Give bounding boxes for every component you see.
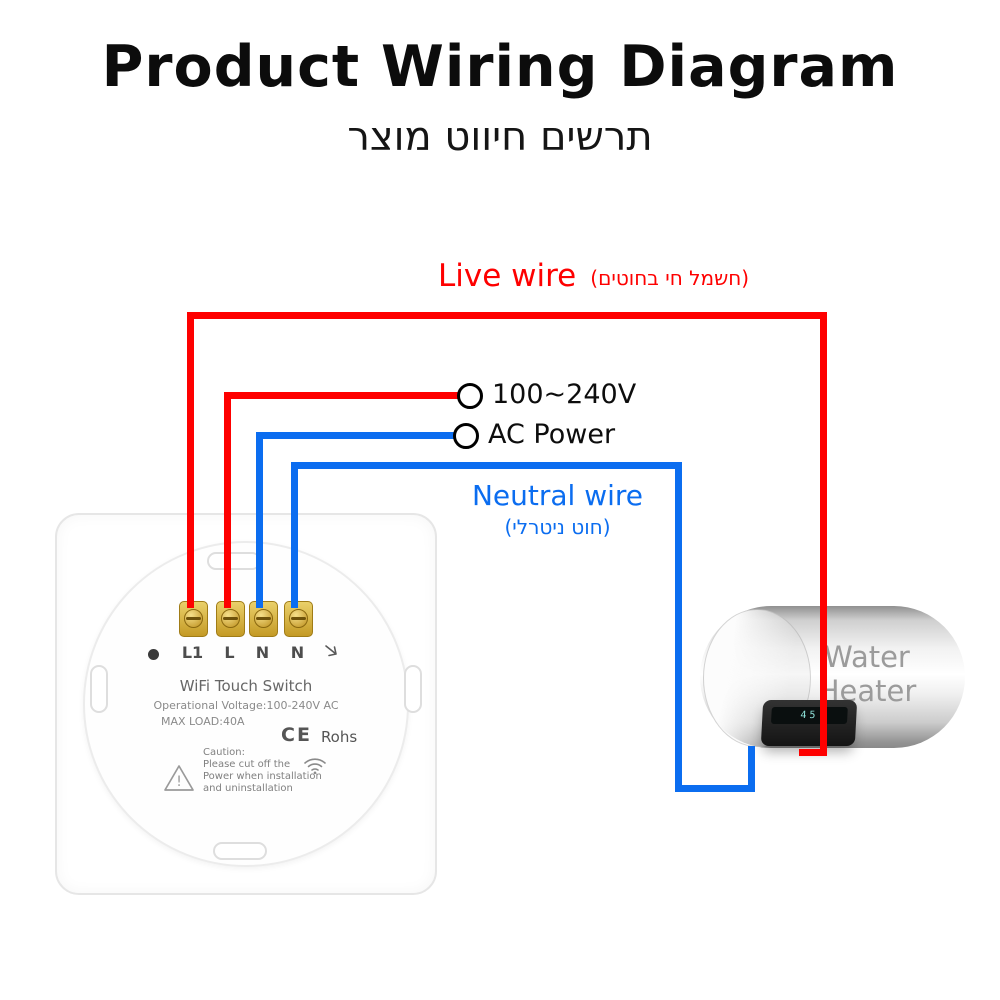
water-heater-display: 45 xyxy=(770,707,848,724)
live-branch-vertical xyxy=(224,392,231,608)
live-wire-heater-stub xyxy=(799,749,827,756)
page-title: Product Wiring Diagram xyxy=(101,34,899,100)
terminal-screw-n1 xyxy=(249,601,278,637)
terminal-label-l: L xyxy=(224,643,235,662)
svg-text:!: ! xyxy=(176,774,182,790)
neutral-wire-vertical-right xyxy=(675,462,682,792)
live-wire-vertical-left xyxy=(187,312,194,608)
neutral-wire-label: Neutral wire xyxy=(471,479,644,512)
voltage-label: 100~240V xyxy=(492,379,637,410)
live-wire-vertical-right xyxy=(820,312,827,756)
module-dot-icon xyxy=(148,649,159,660)
ce-mark: CE xyxy=(281,724,312,746)
caution-line-2: Power when installation xyxy=(203,771,322,782)
terminal-label-n2: N xyxy=(290,643,305,662)
terminal-screw-n2 xyxy=(284,601,313,637)
voltage-terminal-node xyxy=(457,383,483,409)
live-branch-horizontal xyxy=(224,392,458,399)
certification-marks: CE Rohs xyxy=(281,724,357,746)
live-wire-horizontal-top xyxy=(187,312,827,319)
neutral-wire-label-hebrew: (חוט ניטרלי) xyxy=(504,515,611,539)
operational-voltage-label: Operational Voltage:100-240V AC xyxy=(153,699,339,712)
mounting-slot-top xyxy=(207,552,261,570)
switch-name-label: WiFi Touch Switch xyxy=(179,677,313,695)
caution-title: Caution: xyxy=(203,747,245,758)
ac-power-terminal-node xyxy=(453,423,479,449)
caution-line-1: Please cut off the xyxy=(203,759,291,770)
neutral-wire-vertical-left xyxy=(291,462,298,608)
neutral-branch-horizontal xyxy=(256,432,454,439)
page-subtitle-hebrew: תרשים חיווט מוצר xyxy=(347,114,653,160)
live-wire-label-hebrew: (חשמל חי בחוטים) xyxy=(590,266,750,290)
arrow-down-icon xyxy=(323,643,341,665)
mounting-slot-right xyxy=(404,665,422,713)
mounting-slot-bottom xyxy=(213,842,267,860)
neutral-wire-horizontal-mid xyxy=(291,462,682,469)
neutral-wire-horizontal-bottom xyxy=(675,785,755,792)
water-heater-label: Water Heater xyxy=(817,640,917,708)
mounting-slot-left xyxy=(90,665,108,713)
neutral-wire-label-group: Neutral wire (חוט ניטרלי) xyxy=(470,479,645,539)
wifi-switch-device: L1 L N N WiFi Touch Switch Operational V… xyxy=(55,513,437,895)
caution-line-3: and uninstallation xyxy=(203,783,293,794)
rohs-mark: Rohs xyxy=(320,728,358,746)
warning-triangle-icon: ! xyxy=(163,763,195,797)
live-wire-label-group: Live wire (חשמל חי בחוטים) xyxy=(438,258,749,294)
switch-round-module xyxy=(83,541,409,867)
wifi-icon xyxy=(303,756,327,779)
terminal-label-n1: N xyxy=(255,643,270,662)
water-heater-control-panel: 45 xyxy=(760,700,858,746)
max-load-label: MAX LOAD:40A xyxy=(161,715,245,728)
neutral-branch-vertical xyxy=(256,432,263,608)
ac-power-label: AC Power xyxy=(488,419,616,450)
terminal-label-l1: L1 xyxy=(181,643,204,662)
live-wire-label: Live wire xyxy=(438,258,577,294)
neutral-wire-heater-stub xyxy=(748,746,755,792)
